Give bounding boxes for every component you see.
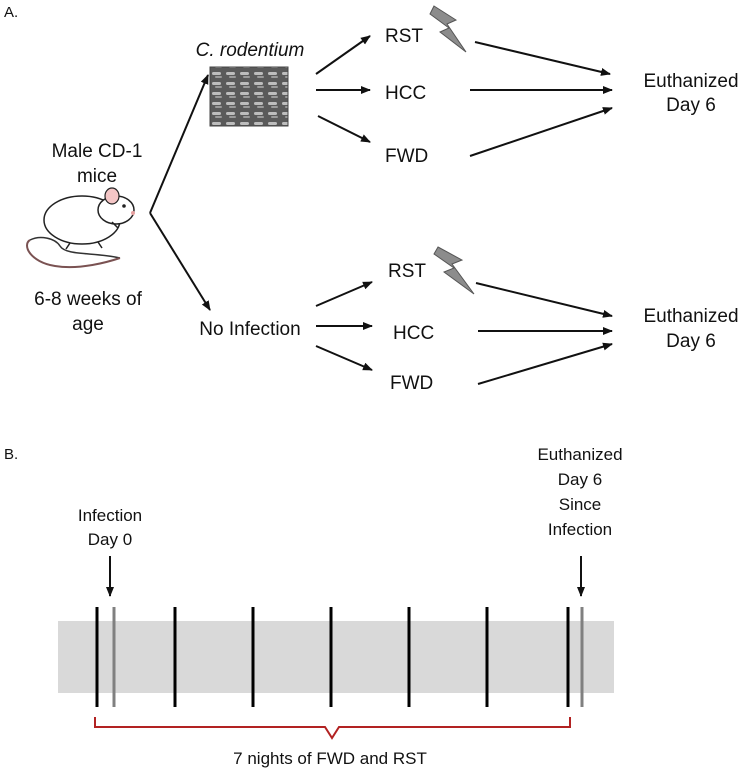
mouse-icon xyxy=(26,187,135,269)
bacteria-micrograph xyxy=(209,66,289,127)
lightning-bolt-icon xyxy=(429,5,467,53)
night-ticks xyxy=(95,607,584,707)
arrow-to-no-infection xyxy=(149,212,211,311)
control-group-hcc: HCC xyxy=(393,323,434,344)
arrow-ctrl-to-rst xyxy=(315,281,373,307)
end-label-line2: Day 6 xyxy=(558,470,602,489)
control-branch-label: No Infection xyxy=(199,319,300,340)
infected-group-hcc: HCC xyxy=(385,83,426,104)
timeline-band xyxy=(58,621,614,693)
arrow-inf-to-fwd xyxy=(317,115,371,143)
arrow-inf-to-rst xyxy=(315,35,371,75)
infection-label-line1: Infection xyxy=(78,506,142,525)
arrow-ctrl-to-fwd xyxy=(315,345,373,371)
arrow-inf-fwd-to-outcome xyxy=(469,107,613,157)
mouse-age-line2: age xyxy=(72,314,104,335)
lightning-bolt-icon xyxy=(433,246,475,295)
arrow-to-infection xyxy=(149,74,209,214)
bracket-label: 7 nights of FWD and RST xyxy=(233,749,427,768)
infected-outcome-line2: Day 6 xyxy=(666,95,716,116)
mouse-title-line1: Male CD-1 xyxy=(52,141,143,162)
arrow-inf-rst-to-outcome xyxy=(474,41,611,76)
control-outcome-line1: Euthanized xyxy=(643,306,738,327)
control-outcome-line2: Day 6 xyxy=(666,331,716,352)
infected-group-fwd: FWD xyxy=(385,146,428,167)
mouse-title-line2: mice xyxy=(77,166,117,187)
nights-bracket xyxy=(94,717,571,740)
panel-a-label: A. xyxy=(4,4,18,21)
infected-group-rst: RST xyxy=(385,26,423,47)
panel-b-label: B. xyxy=(4,446,18,463)
infected-outcome-line1: Euthanized xyxy=(643,71,738,92)
arrow-ctrl-fwd-to-outcome xyxy=(477,342,613,385)
infected-branch-label: C. rodentium xyxy=(196,40,305,61)
control-group-rst: RST xyxy=(388,261,426,282)
end-label-line4: Infection xyxy=(548,520,612,539)
arrow-ctrl-rst-to-outcome xyxy=(475,282,613,318)
control-group-fwd: FWD xyxy=(390,373,433,394)
mouse-age-line1: 6-8 weeks of xyxy=(34,289,142,310)
end-label-line3: Since xyxy=(559,495,602,514)
end-label-line1: Euthanized xyxy=(537,445,622,464)
infection-label-line2: Day 0 xyxy=(88,530,132,549)
